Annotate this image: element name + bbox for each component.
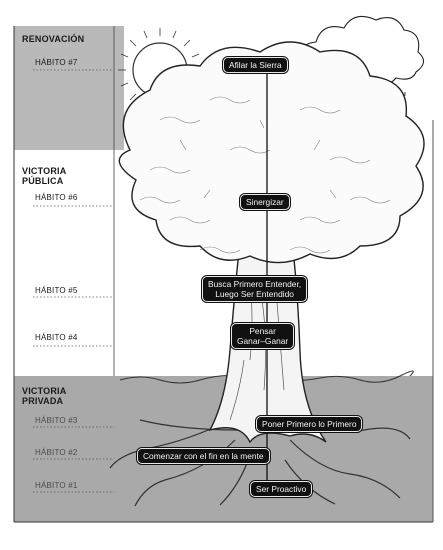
habit-7: HÁBITO #7 <box>35 58 78 67</box>
label-poner-primero: Poner Primero lo Primero <box>256 416 363 432</box>
habit-5: HÁBITO #5 <box>35 286 78 295</box>
label-busca-line-1: Busca Primero Entender, <box>208 279 302 289</box>
renovacion-band <box>14 26 124 150</box>
label-busca-primero-entender: Busca Primero Entender, Luego Ser Entend… <box>202 276 308 302</box>
tree-canopy <box>118 41 425 264</box>
habit-1: HÁBITO #1 <box>35 481 78 490</box>
habit-3: HÁBITO #3 <box>35 416 78 425</box>
section-victoria-publica: VICTORIA PÚBLICA <box>22 166 67 186</box>
section-renovacion: RENOVACIÓN <box>22 34 85 44</box>
label-pensar-line-2: Ganar–Ganar <box>237 336 289 346</box>
label-pensar-line-1: Pensar <box>249 326 276 336</box>
label-ser-proactivo: Ser Proactivo <box>250 481 313 497</box>
label-busca-line-2: Luego Ser Entendido <box>215 289 294 299</box>
habit-4: HÁBITO #4 <box>35 333 78 342</box>
label-comenzar-con-el-fin: Comenzar con el fin en la mente <box>137 448 270 464</box>
label-pensar-ganar-ganar: Pensar Ganar–Ganar <box>231 323 295 349</box>
habit-2: HÁBITO #2 <box>35 448 78 457</box>
section-victoria-privada: VICTORIA PRIVADA <box>22 386 67 406</box>
habit-6: HÁBITO #6 <box>35 193 78 202</box>
label-afilar-la-sierra: Afilar la Sierra <box>223 57 288 73</box>
label-sinergizar: Sinergizar <box>240 194 290 210</box>
